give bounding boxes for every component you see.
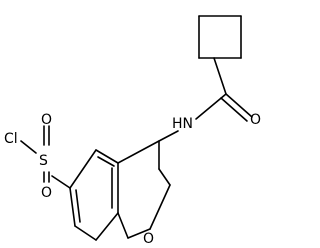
bond <box>158 130 179 142</box>
bond <box>127 228 151 239</box>
bond <box>20 140 37 154</box>
bond <box>117 212 129 239</box>
bond <box>95 149 119 164</box>
chemical-structure: Cl S O O HN O O <box>4 15 261 247</box>
bond <box>97 156 115 167</box>
bond <box>69 187 76 227</box>
bond <box>69 149 97 189</box>
bond <box>74 225 97 241</box>
carbonyl-oxygen-label: O <box>250 112 261 128</box>
bond <box>213 57 227 95</box>
bond <box>95 212 119 241</box>
bond <box>51 175 71 189</box>
bond <box>195 93 227 120</box>
bond <box>158 168 171 186</box>
sulfonyl-chloride-group <box>20 125 71 189</box>
ring-oxygen-label: O <box>143 231 154 247</box>
chlorine-atom-label: Cl <box>4 131 18 147</box>
amide-nitrogen-label: HN <box>172 116 193 132</box>
bond <box>149 184 171 230</box>
cyclobutane-ring <box>198 15 242 59</box>
atom-labels: Cl S O O HN O O <box>4 112 261 247</box>
bond <box>220 97 248 122</box>
bond <box>75 189 81 223</box>
bond <box>225 93 253 118</box>
pyran-ring <box>117 140 171 239</box>
sulfur-atom-label: S <box>39 153 48 169</box>
bond <box>117 140 160 164</box>
sulfonyl-oxygen-bottom-label: O <box>41 185 52 201</box>
amide-group <box>158 57 253 142</box>
benzene-ring <box>69 149 129 241</box>
sulfonyl-oxygen-top-label: O <box>41 112 52 128</box>
